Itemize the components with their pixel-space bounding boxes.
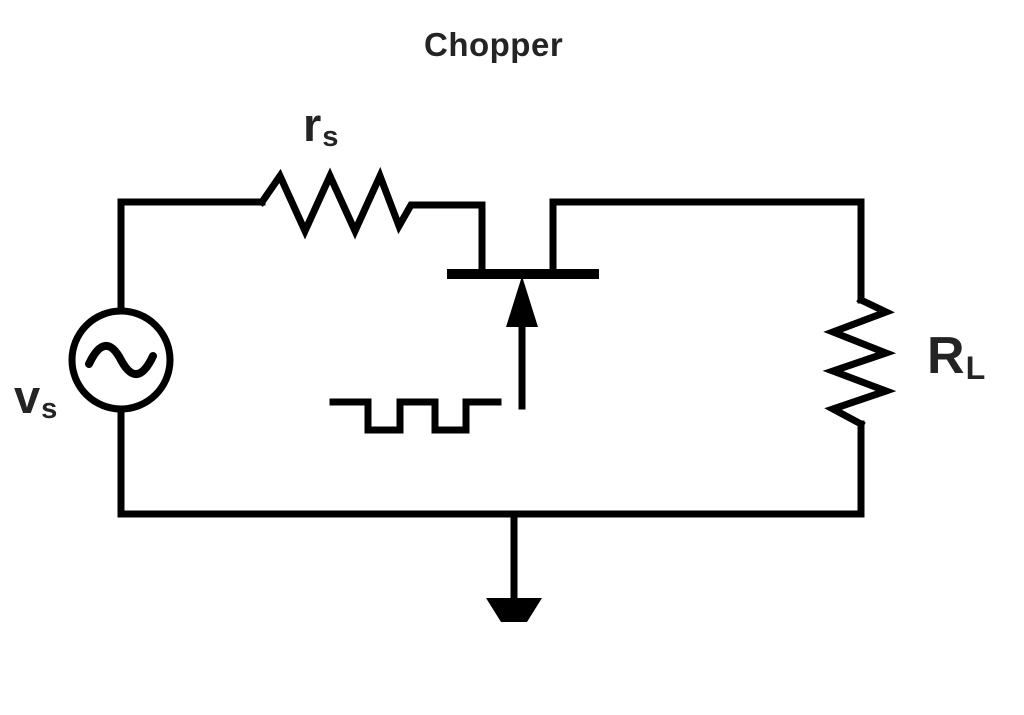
label-load-resistor: RL bbox=[927, 327, 985, 385]
label-rs-base: r bbox=[303, 98, 322, 151]
square-wave-icon bbox=[329, 398, 502, 434]
diagram-title: Chopper bbox=[424, 26, 564, 63]
ground-arrowhead bbox=[486, 598, 542, 622]
label-vs-sub: s bbox=[41, 393, 58, 426]
ac-voltage-source-icon bbox=[68, 307, 174, 413]
label-source-voltage: vs bbox=[14, 370, 57, 424]
wire-jfet-to-load bbox=[549, 198, 865, 304]
wire-source-to-resistor bbox=[117, 198, 266, 315]
ground-arrow-icon bbox=[486, 510, 542, 622]
load-resistor-zigzag-icon bbox=[822, 295, 897, 429]
label-rl-sub: L bbox=[965, 349, 986, 386]
jfet-transistor-icon bbox=[447, 198, 865, 410]
gate-arrow-icon bbox=[506, 276, 538, 327]
label-vs-base: v bbox=[14, 370, 41, 423]
sine-wave-icon bbox=[85, 342, 157, 378]
label-rl-base: R bbox=[927, 327, 965, 385]
resistor-zigzag-icon bbox=[257, 166, 486, 274]
wire-bottom-rail bbox=[117, 405, 865, 518]
label-rs-sub: s bbox=[322, 121, 339, 154]
label-series-resistor: rs bbox=[303, 98, 339, 152]
